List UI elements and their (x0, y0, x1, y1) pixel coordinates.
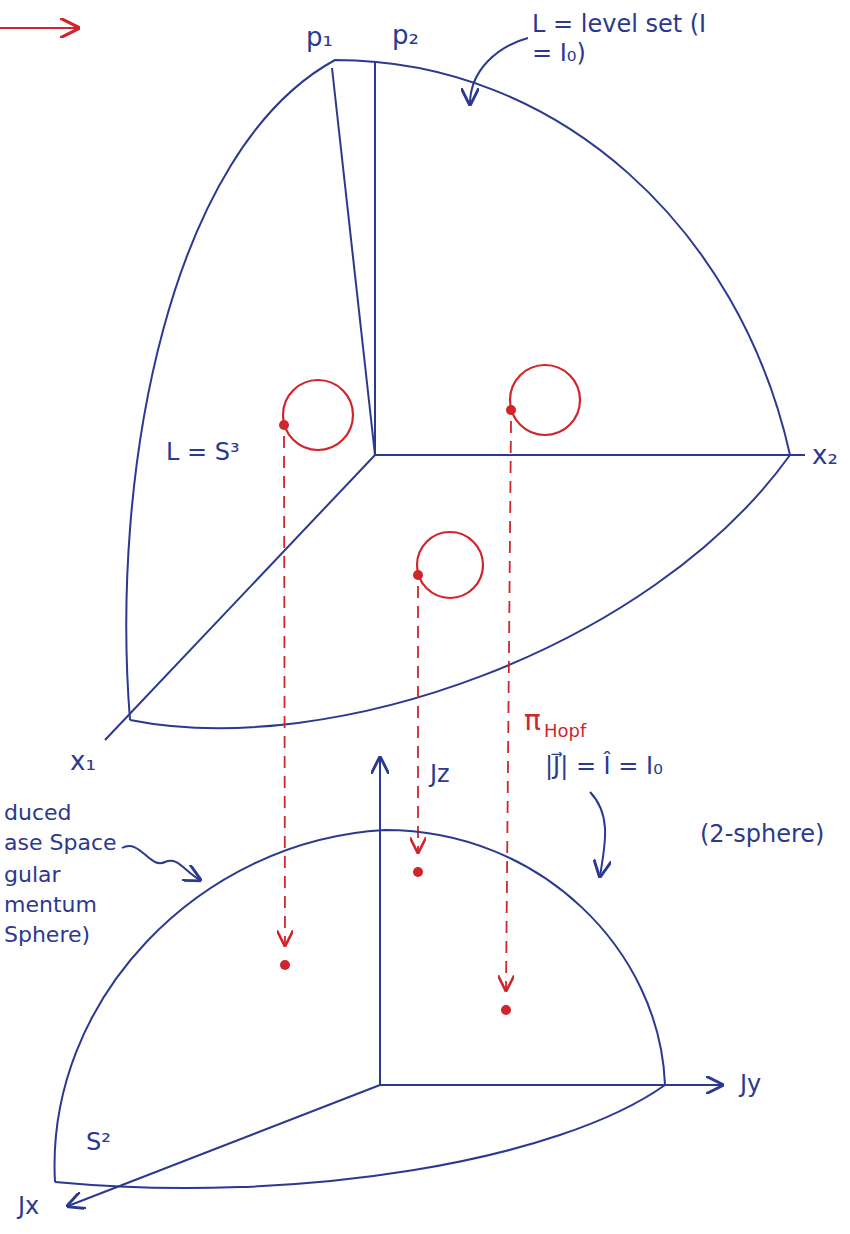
sphere-outline (55, 830, 665, 1182)
reduced-point (280, 960, 290, 970)
annotation: |J⃗| = Î = I₀ (545, 752, 663, 781)
axis-line (332, 68, 375, 455)
axis-line (379, 758, 381, 1085)
leader-line (590, 792, 605, 876)
axis-label: Jx (18, 1192, 39, 1221)
annotation: mentum (4, 892, 97, 918)
fibre-point (279, 420, 289, 430)
annotation: L = level set (I = I₀) (532, 10, 707, 68)
axis-line (105, 455, 375, 740)
projection-line (417, 586, 419, 852)
map-label: π (524, 704, 541, 738)
map-label: Hopf (544, 720, 586, 742)
axis-line (374, 62, 376, 455)
annotation: ase Space (4, 830, 117, 856)
leader-line (470, 38, 528, 104)
reduced-point (413, 867, 423, 877)
annotation: Sphere) (4, 922, 90, 948)
axis-label: p₁ (306, 22, 333, 53)
annotation: (2-sphere) (700, 820, 824, 849)
axis-label: p₂ (392, 20, 419, 51)
annotation: L = S³ (166, 438, 240, 467)
axis-label: Jy (740, 1070, 761, 1099)
hopf-fibre (417, 532, 483, 598)
axis-label: x₁ (70, 746, 96, 777)
axis-line (380, 1084, 722, 1086)
axis-line (68, 1085, 380, 1206)
fibre-point (506, 405, 516, 415)
annotation: duced (4, 800, 72, 826)
axis-label: Jz (430, 760, 450, 789)
axis-line (375, 454, 805, 456)
annotation: gular (4, 862, 61, 888)
projection-line (284, 436, 285, 945)
sphere-outline (130, 455, 790, 728)
sphere-outline (126, 60, 790, 720)
red-arrow (0, 27, 78, 29)
sphere-outline (55, 1085, 665, 1188)
manifold-label: S² (86, 1128, 111, 1157)
fibre-point (413, 570, 423, 580)
leader-line (122, 846, 200, 880)
hopf-fibre (510, 365, 580, 435)
projection-line (506, 421, 511, 990)
reduced-point (501, 1005, 511, 1015)
axis-label: x₂ (812, 440, 838, 471)
hopf-fibre (283, 380, 353, 450)
